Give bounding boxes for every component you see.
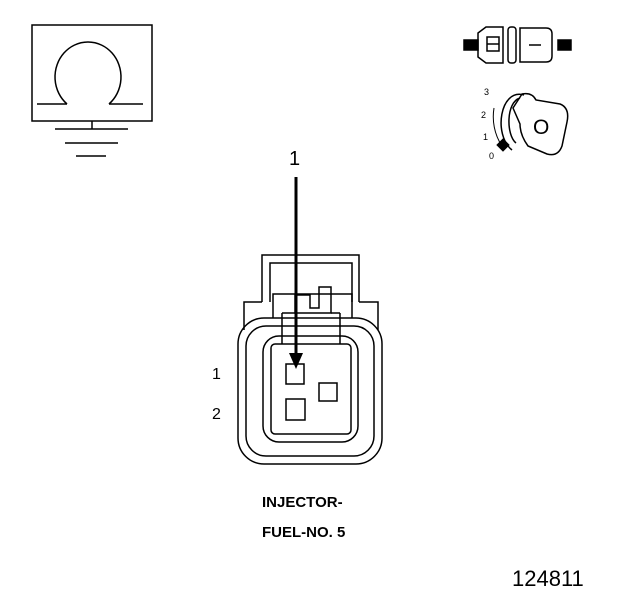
terminal-1 xyxy=(285,363,305,385)
ignition-position-1: 1 xyxy=(483,132,489,142)
ignition-position-3: 3 xyxy=(484,87,490,97)
ignition-position-0: 0 xyxy=(489,151,495,161)
terminal-2 xyxy=(285,398,306,421)
terminal-blank xyxy=(318,382,338,402)
component-title-line-1: INJECTOR- xyxy=(262,494,343,511)
ignition-key-icon xyxy=(492,92,569,156)
ground-icon xyxy=(55,121,128,157)
pin-label-2: 2 xyxy=(212,406,221,423)
ohm-symbol-icon xyxy=(31,24,153,122)
component-title-line-2: FUEL-NO. 5 xyxy=(262,524,346,541)
callout-arrow xyxy=(289,177,303,369)
connector-face xyxy=(237,254,383,465)
pin-label-1: 1 xyxy=(212,366,221,383)
callout-number: 1 xyxy=(289,148,301,170)
connector-disconnected-icon xyxy=(463,26,572,64)
figure-number: 124811 xyxy=(512,566,584,591)
key-mark: O xyxy=(533,116,550,139)
ignition-position-2: 2 xyxy=(481,110,487,120)
